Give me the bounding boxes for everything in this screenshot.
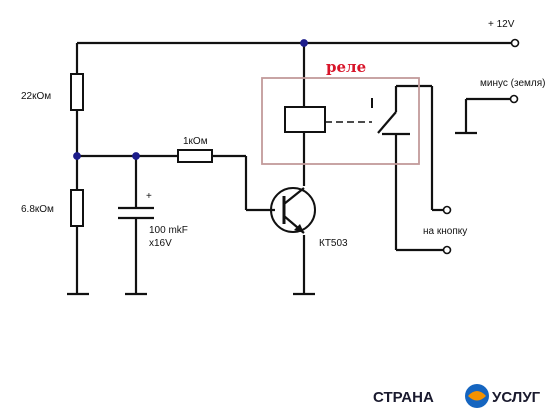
relay-box — [261, 77, 420, 165]
label-cap-value: 100 mkF — [149, 225, 188, 236]
junction-dot — [300, 39, 308, 47]
relay-coil — [284, 106, 326, 133]
label-transistor: КТ503 — [319, 238, 348, 249]
junction-dot — [132, 152, 140, 160]
transistor-collector — [283, 187, 305, 205]
handshake-icon — [468, 391, 486, 401]
junction-dot — [73, 152, 81, 160]
resistor-1k — [177, 149, 213, 163]
resistor-6k8 — [70, 189, 84, 227]
watermark-logo: СТРАНА УСЛУГ — [373, 384, 541, 408]
label-r-base: 1кОм — [183, 136, 208, 147]
logo-text-right: УСЛУГ — [492, 389, 541, 406]
transistor-body — [270, 187, 316, 233]
relay — [261, 77, 420, 165]
transistor-kt503 — [270, 187, 316, 234]
terminal-supply — [510, 38, 520, 48]
wires — [75, 41, 514, 294]
relay-contact-blade — [377, 111, 397, 134]
label-ground: минус (земля) — [480, 78, 545, 89]
label-cap-voltage: x16V — [149, 238, 172, 249]
label-cap-polarity: + — [146, 191, 152, 202]
label-supply: + 12V — [488, 19, 515, 30]
label-r-bottom: 6.8кОм — [21, 204, 54, 215]
label-r-top: 22кОм — [21, 91, 51, 102]
ground-symbols — [67, 131, 477, 296]
label-relay: реле — [326, 58, 366, 76]
label-button: на кнопку — [423, 226, 467, 237]
capacitor — [118, 206, 154, 220]
resistor-22k — [70, 73, 84, 111]
terminal-button-a — [442, 205, 452, 215]
logo-text-left: СТРАНА — [373, 389, 434, 406]
terminal-ground — [509, 94, 519, 104]
terminal-button-b — [442, 245, 452, 255]
emitter-arrow-icon — [294, 224, 304, 233]
